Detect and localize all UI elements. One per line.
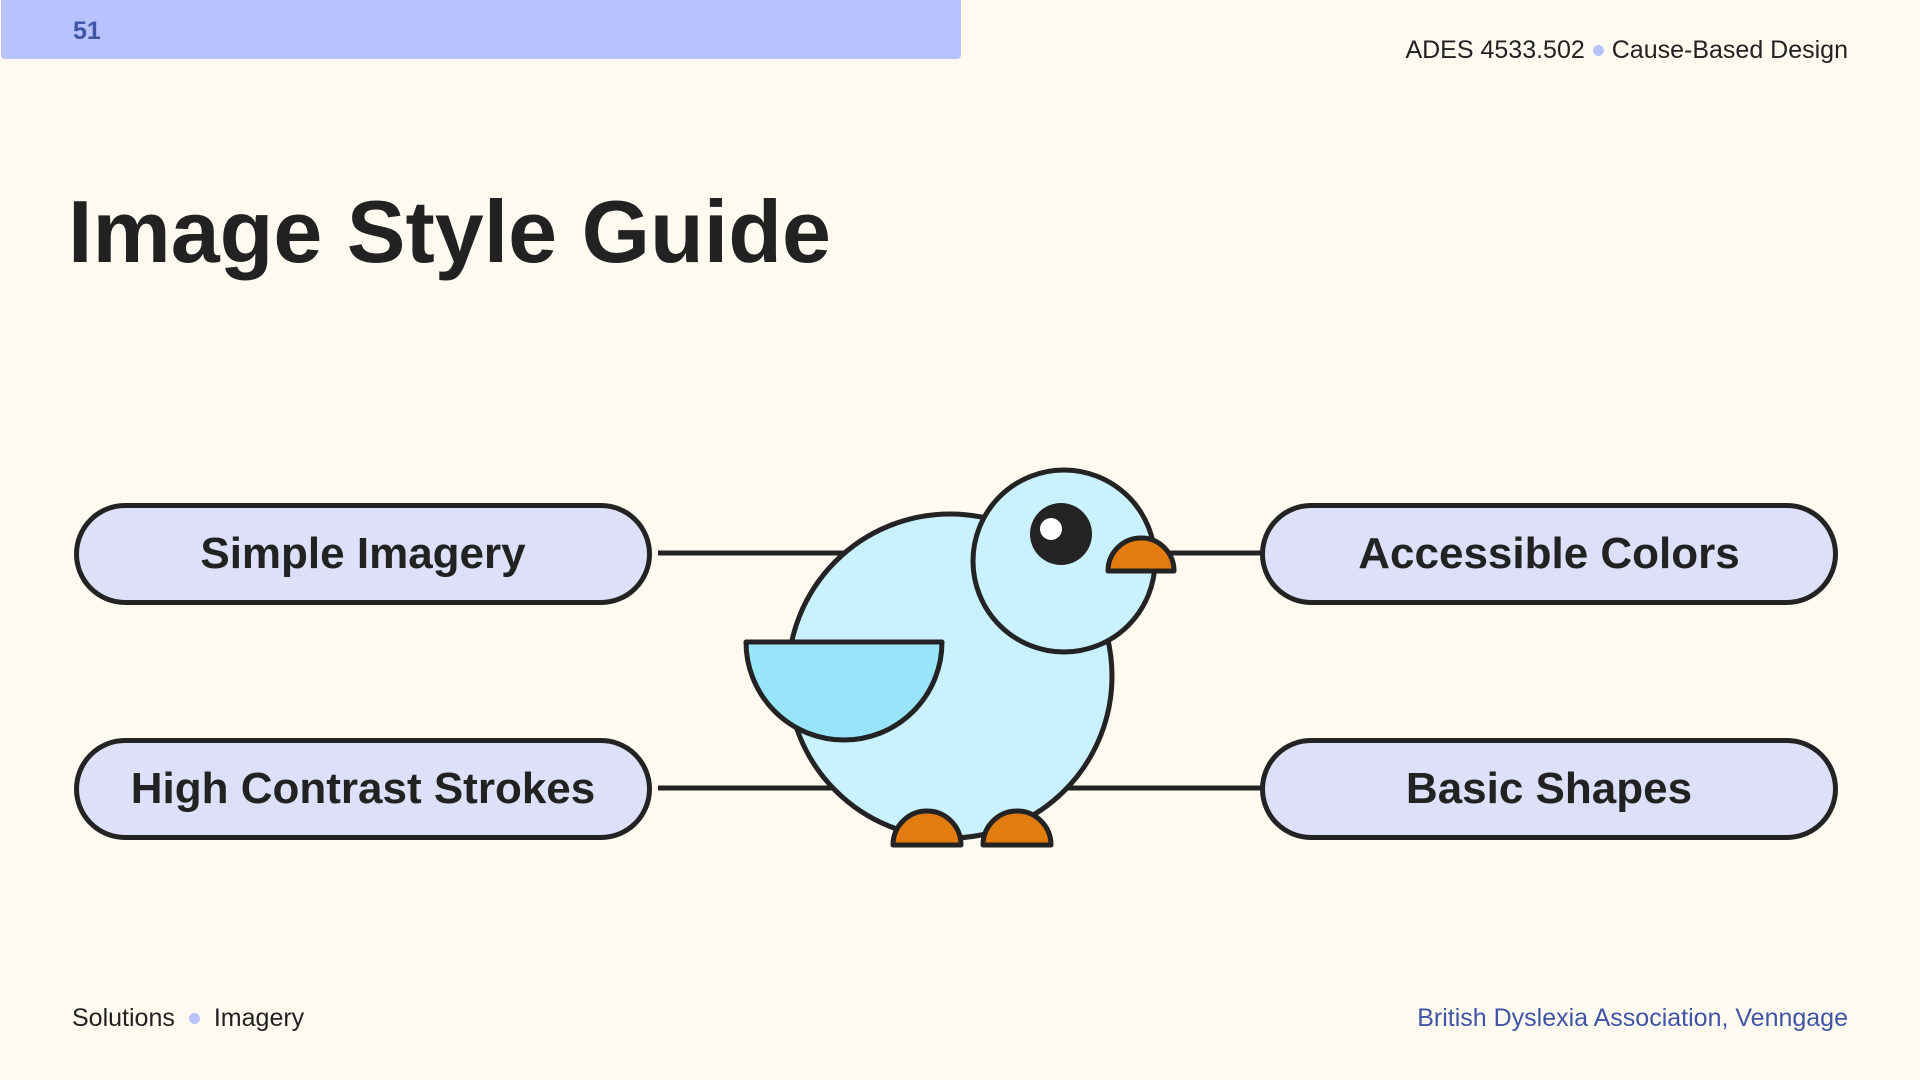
bird-eye xyxy=(1030,503,1092,565)
course-code: ADES 4533.502 xyxy=(1405,36,1585,64)
bird-foot-right xyxy=(980,808,1054,848)
header-accent-bar: 51 xyxy=(1,0,961,59)
label-basic-shapes: Basic Shapes xyxy=(1260,738,1838,840)
slide-title: Image Style Guide xyxy=(68,182,831,281)
breadcrumb: Solutions Imagery xyxy=(72,1004,304,1033)
page-number: 51 xyxy=(73,17,101,45)
breadcrumb-separator-dot xyxy=(188,1013,200,1024)
bird-foot-left xyxy=(890,808,964,848)
breadcrumb-item-imagery: Imagery xyxy=(213,1004,305,1032)
label-accessible-colors: Accessible Colors xyxy=(1260,503,1838,605)
bird-beak xyxy=(1105,535,1177,574)
bird-icon xyxy=(743,467,1177,848)
course-label: ADES 4533.502 Cause-Based Design xyxy=(1405,36,1848,65)
label-high-contrast-strokes: High Contrast Strokes xyxy=(74,738,652,840)
breadcrumb-item-solutions: Solutions xyxy=(72,1004,175,1032)
bird-wing xyxy=(743,639,945,743)
separator-dot xyxy=(1592,45,1604,56)
source-citation: British Dyslexia Association, Venngage xyxy=(1417,1004,1848,1032)
label-simple-imagery: Simple Imagery xyxy=(74,503,652,605)
bird-eye-highlight xyxy=(1040,518,1062,540)
course-name: Cause-Based Design xyxy=(1611,36,1848,64)
